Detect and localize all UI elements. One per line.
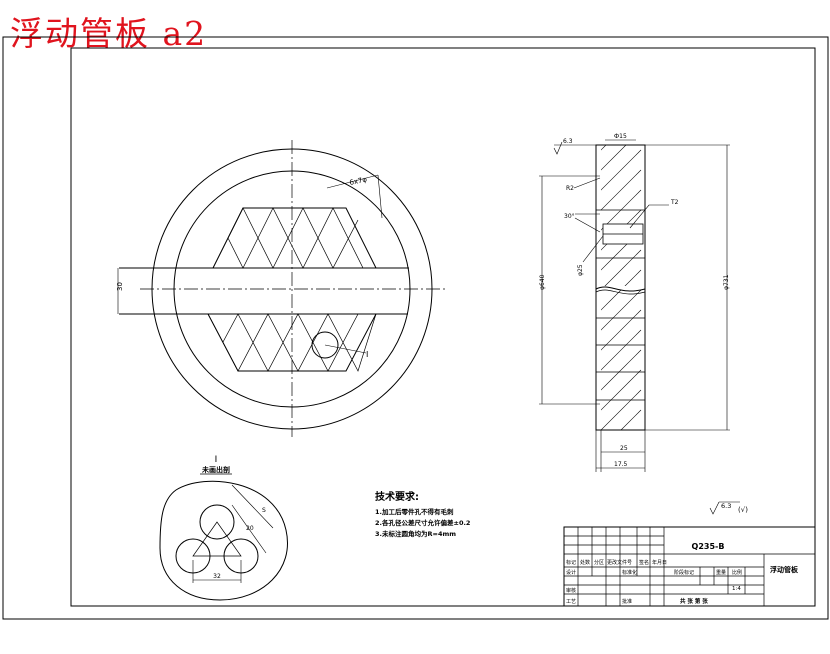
std-label: 标准化 <box>622 569 637 576</box>
col-header-1: 标记 <box>566 559 576 566</box>
detail-circle <box>311 331 339 359</box>
detail-subtitle: 未画出剖 <box>202 465 230 474</box>
detail-dim-diag: 20 <box>246 525 254 532</box>
radius-label: R2 <box>566 185 574 192</box>
detail-dim-bottom: 32 <box>213 573 221 580</box>
outer-frame <box>2 36 829 620</box>
inner-diameter-label: φ25 <box>577 264 584 276</box>
side-view: 6.3 Ф15 R2 30° T2 φ25 φ640 φ731 25 17.5 <box>539 133 730 472</box>
tech-item-1: 1.加工后零件孔不得有毛刺 <box>375 507 454 516</box>
col-header-5: 签名 <box>639 559 649 566</box>
height-left-label: φ640 <box>539 274 546 290</box>
tech-item-2: 2.各孔径公差尺寸允许偏差±0.2 <box>375 518 470 527</box>
approve-label: 批准 <box>622 598 632 605</box>
weight-label: 重量 <box>716 569 726 576</box>
bottom-dim-inner: 25 <box>620 445 628 452</box>
stage-label: 阶段标记 <box>674 569 694 576</box>
detail-tube-top <box>199 504 235 540</box>
surface-finish-value: 6.3 <box>721 502 731 510</box>
detail-outline <box>159 480 288 601</box>
tech-item-3: 3.未标注圆角均为R=4mm <box>375 529 456 538</box>
design-label: 设计 <box>566 569 576 576</box>
height-right-label: φ731 <box>723 274 730 290</box>
drawing-heading: 浮动管板 a2 <box>10 14 208 53</box>
surface-finish: 6.3 (√) <box>709 501 748 515</box>
inner-frame <box>70 47 816 607</box>
surface-finish-note: (√) <box>738 506 748 514</box>
sheet-info: 共 张 第 张 <box>680 597 708 605</box>
col-header-4: 更改文件号 <box>607 559 632 566</box>
section-outline <box>595 144 646 289</box>
part-name-label: 浮动管板 <box>770 565 799 574</box>
col-header-6: 年月日 <box>652 559 667 566</box>
detail-view: I 未画出剖 S 20 32 <box>159 455 288 601</box>
tech-title: 技术要求: <box>375 490 419 503</box>
upper-tube-field <box>212 207 377 269</box>
groove-label: T2 <box>670 199 679 206</box>
process-label: 工艺 <box>566 599 576 605</box>
detail-dim-s: S <box>262 507 266 514</box>
tech-requirements: 技术要求: 1.加工后零件孔不得有毛刺 2.各孔径公差尺寸允许偏差±0.2 3.… <box>375 490 470 538</box>
material-label: Q235-B <box>692 542 725 551</box>
chord-dim-label: 6x7φ <box>349 175 368 187</box>
top-dim-label: Ф15 <box>614 133 627 140</box>
ratio-label: 比例 <box>732 569 742 576</box>
review-label: 审核 <box>566 587 576 594</box>
bottom-dim-outer: 17.5 <box>614 461 628 468</box>
detail-title: I <box>215 455 218 465</box>
front-view: 30 I 6x7φ <box>116 140 445 437</box>
bar-dim-label: 30 <box>116 282 124 291</box>
col-header-3: 分区 <box>594 559 604 566</box>
roughness-top: 6.3 <box>563 138 573 145</box>
detail-marker: I <box>366 350 368 359</box>
angle-label: 30° <box>564 213 575 220</box>
scale-value: 1:4 <box>732 586 741 592</box>
col-header-2: 处数 <box>580 559 590 566</box>
title-block: Q235-B 浮动管板 标记 处数 分区 更改文件号 签名 年月日 设计 审核 … <box>563 526 816 607</box>
